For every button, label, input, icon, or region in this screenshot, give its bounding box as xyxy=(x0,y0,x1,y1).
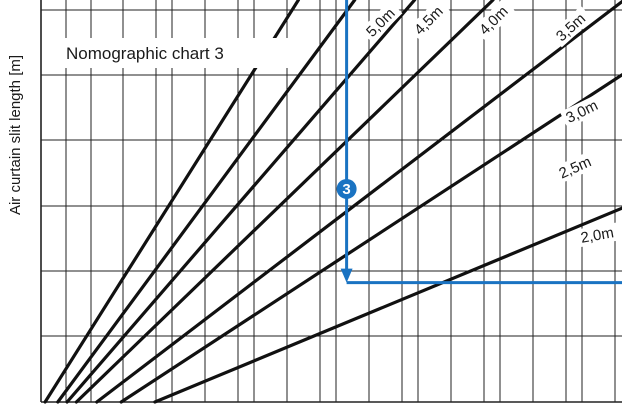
curve-label-group: 4,5m xyxy=(407,0,451,41)
curve-label-group: 2,0m xyxy=(575,222,621,248)
series-line xyxy=(74,0,495,404)
curve-label-group: 4,0m xyxy=(472,0,516,41)
curve-label-bg xyxy=(359,0,403,43)
series-line xyxy=(56,0,357,404)
curve-label-bg xyxy=(549,5,594,48)
curves xyxy=(43,0,622,404)
series-line xyxy=(95,0,622,404)
reading-path: 3 xyxy=(336,0,622,285)
curve-label: 2,5m xyxy=(556,153,593,182)
series-line xyxy=(153,206,622,404)
title-box xyxy=(56,38,288,68)
reading-path-marker-label: 3 xyxy=(342,181,350,198)
chart-title: Nomographic chart 3 xyxy=(66,44,224,63)
curve-label-bg xyxy=(553,150,599,184)
curve-label-group: 2,5m xyxy=(553,150,599,184)
y-axis-label: Air curtain slit length [m] xyxy=(7,55,24,215)
curve-label: 2,0m xyxy=(579,224,615,247)
series-line xyxy=(65,0,417,404)
reading-path-marker xyxy=(336,178,357,199)
reading-path-arrowhead xyxy=(340,268,353,283)
curve-label-bg xyxy=(472,0,516,41)
series-line xyxy=(119,73,622,404)
curve-label-bg xyxy=(575,222,621,248)
curve-label-bg xyxy=(559,93,606,129)
curve-label-bg xyxy=(407,0,451,41)
